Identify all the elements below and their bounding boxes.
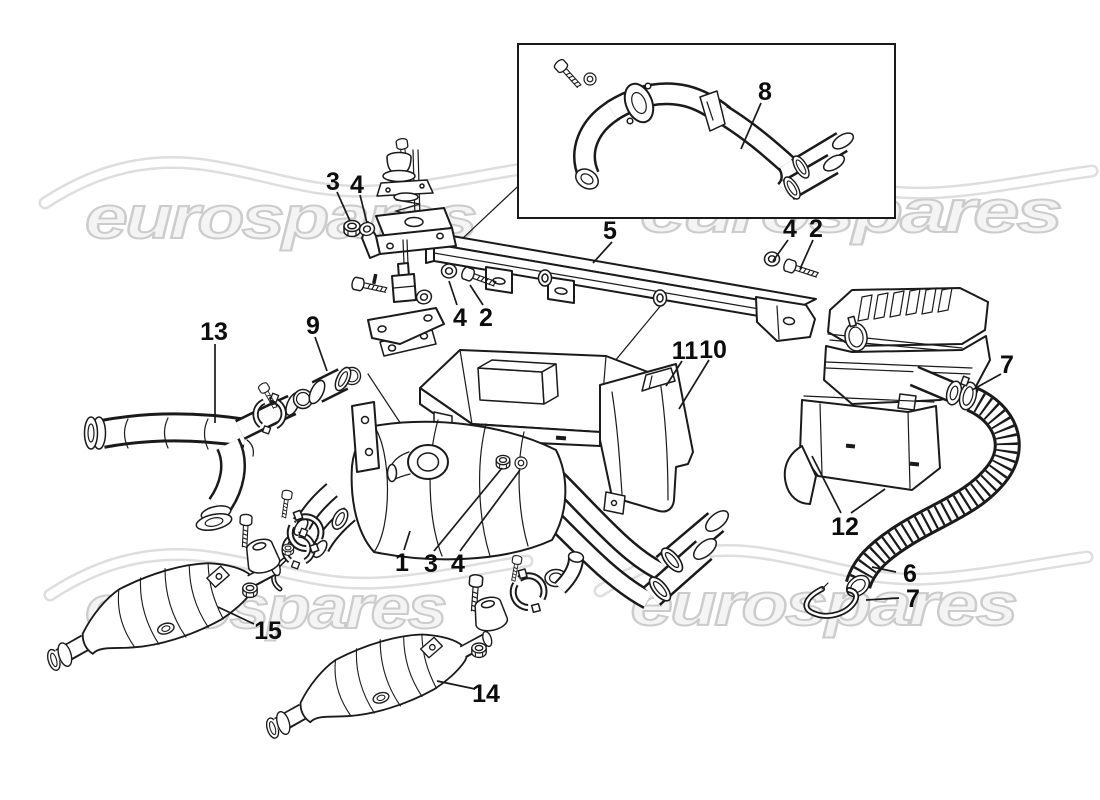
callout: 4 bbox=[453, 304, 467, 332]
coupling-hardware-center bbox=[466, 551, 585, 659]
heat-shield-airbox bbox=[783, 395, 941, 505]
bolt bbox=[350, 276, 389, 297]
callout-numbers: 3 4 8 5 4 2 4 2 13 9 11 10 7 12 6 7 1 3 … bbox=[200, 78, 1014, 708]
callout: 15 bbox=[254, 617, 282, 645]
crossover-pipe-8 bbox=[573, 82, 855, 203]
callout: 9 bbox=[306, 312, 320, 340]
hanger-link-assembly bbox=[350, 239, 445, 345]
exhaust-clamp bbox=[508, 566, 549, 617]
grommet bbox=[537, 269, 553, 287]
callout: 11 bbox=[672, 337, 699, 365]
nut bbox=[471, 642, 487, 659]
washer bbox=[514, 456, 528, 470]
callout: 3 bbox=[326, 168, 340, 196]
pipe-sleeve bbox=[308, 366, 352, 405]
nut bbox=[495, 454, 511, 470]
callout: 6 bbox=[903, 560, 917, 588]
callout: 14 bbox=[472, 680, 500, 708]
nut bbox=[343, 219, 361, 238]
nut bbox=[281, 543, 295, 556]
airbox-rib-slots bbox=[857, 287, 953, 322]
callout: 2 bbox=[809, 215, 823, 243]
callout: 7 bbox=[906, 585, 920, 613]
watermark-bottom-right: eurospares bbox=[593, 544, 1094, 639]
nut bbox=[242, 582, 258, 599]
callout: 7 bbox=[1000, 351, 1014, 379]
bolt bbox=[238, 513, 253, 549]
callout: 4 bbox=[350, 171, 364, 199]
callout: 4 bbox=[451, 550, 465, 578]
hose-spring-clamp bbox=[803, 582, 860, 619]
watermark-text: eurospares bbox=[631, 571, 1017, 638]
callout: 8 bbox=[758, 78, 772, 106]
washer bbox=[583, 72, 597, 86]
air-intake-snout bbox=[908, 365, 963, 406]
callout-leader-lines bbox=[214, 102, 1002, 690]
y-pipe bbox=[83, 380, 301, 531]
washer bbox=[440, 263, 458, 279]
callout: 5 bbox=[603, 217, 617, 245]
bolt bbox=[278, 489, 294, 519]
corrugated-hose bbox=[845, 386, 1021, 598]
callout: 3 bbox=[424, 550, 438, 578]
callout: 10 bbox=[699, 336, 727, 364]
callout: 4 bbox=[783, 215, 797, 243]
bolt bbox=[781, 257, 821, 282]
crossmember-bar bbox=[425, 235, 817, 342]
washer bbox=[413, 287, 435, 307]
callout: 12 bbox=[831, 513, 859, 541]
heat-shield-upper bbox=[379, 329, 651, 447]
heat-shield-side bbox=[599, 363, 694, 515]
callout: 2 bbox=[479, 304, 493, 332]
callout: 13 bbox=[200, 318, 228, 346]
callout: 1 bbox=[395, 549, 409, 577]
inset-box bbox=[517, 43, 896, 219]
grommet bbox=[652, 289, 668, 307]
hanger-mount-assembly bbox=[343, 137, 457, 259]
